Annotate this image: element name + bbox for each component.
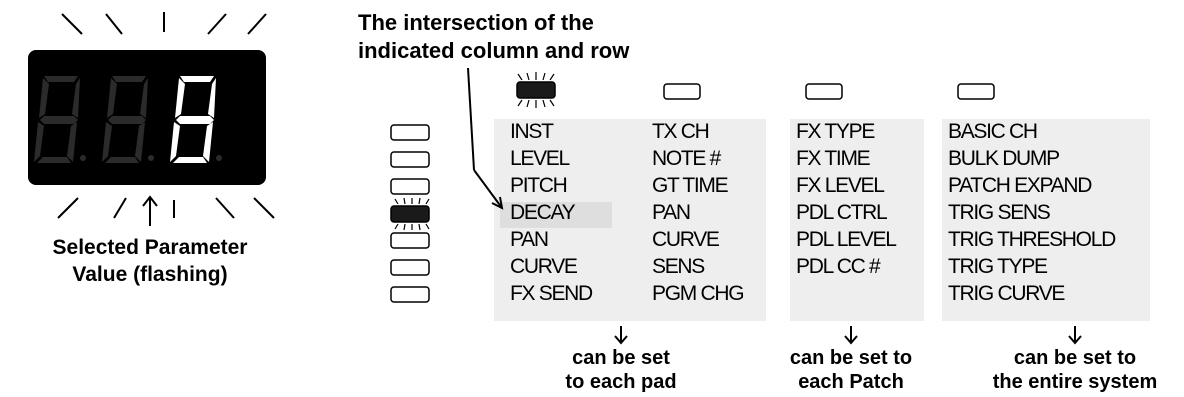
flash-rays-top-icon xyxy=(61,12,267,35)
column-led-3 xyxy=(805,83,843,100)
display-caption: Selected Parameter Value (flashing) xyxy=(0,234,300,288)
param-gt-time: GT TIME xyxy=(652,174,729,197)
callout-line-2: indicated column and row xyxy=(358,38,630,63)
column-led-4 xyxy=(957,83,995,100)
row-led-4-lit xyxy=(390,197,430,231)
param-sens: SENS xyxy=(652,255,705,278)
param-curve: CURVE xyxy=(510,255,578,278)
column-led-2 xyxy=(663,83,701,100)
row-led-1 xyxy=(390,124,430,141)
down-arrow-icon xyxy=(614,326,1082,345)
callout-line-1: The intersection of the xyxy=(358,10,594,35)
callout-pointer-icon xyxy=(467,67,504,210)
row-highlight xyxy=(500,202,612,228)
param-pdl-cc: PDL CC # xyxy=(796,255,881,278)
seven-segment-display xyxy=(28,12,275,226)
row-led-5 xyxy=(390,232,430,249)
param-level: LEVEL xyxy=(510,147,570,170)
param-pitch: PITCH xyxy=(510,174,568,197)
param-fx-type: FX TYPE xyxy=(796,120,875,143)
param-pan: PAN xyxy=(510,228,549,251)
row-led-3 xyxy=(390,178,430,195)
note-system-scope: can be set to the entire system xyxy=(965,346,1184,394)
note-patch-line-2: each Patch xyxy=(798,371,904,393)
param-pdl-ctrl: PDL CTRL xyxy=(796,201,888,224)
note-pad-line-1: can be set xyxy=(572,347,670,369)
param-pdl-level: PDL LEVEL xyxy=(796,228,897,251)
column-led-1-lit xyxy=(516,72,556,108)
param-fx-time: FX TIME xyxy=(796,147,871,170)
up-arrow-icon xyxy=(142,195,158,226)
param-trig-curve: TRIG CURVE xyxy=(948,282,1065,305)
note-system-line-2: the entire system xyxy=(992,371,1158,393)
param-patch-expand: PATCH EXPAND xyxy=(948,174,1092,197)
note-system-line-1: can be set to xyxy=(1013,347,1137,369)
note-patch-line-1: can be set to xyxy=(789,347,913,369)
param-bulk-dump: BULK DUMP xyxy=(948,147,1060,170)
param-curve-2: CURVE xyxy=(652,228,720,251)
param-note: NOTE # xyxy=(652,147,721,170)
panel-system-params xyxy=(942,119,1150,321)
param-decay-selected: DECAY xyxy=(510,201,576,224)
param-basic-ch: BASIC CH xyxy=(948,120,1038,143)
segment-digit-3-flashing xyxy=(170,76,222,163)
segment-digit-2 xyxy=(102,76,154,163)
param-trig-threshold: TRIG THRESHOLD xyxy=(948,228,1116,251)
note-pad-line-2: to each pad xyxy=(565,371,677,393)
param-fx-send: FX SEND xyxy=(510,282,593,305)
caption-line-1: Selected Parameter xyxy=(52,236,248,259)
note-patch-scope: can be set to each Patch xyxy=(751,346,951,394)
param-pan-2: PAN xyxy=(652,201,691,224)
param-tx-ch: TX CH xyxy=(652,120,710,143)
note-pad-scope: can be set to each pad xyxy=(521,346,721,394)
row-led-6 xyxy=(390,259,430,276)
segment-digit-1 xyxy=(34,76,86,163)
caption-line-2: Value (flashing) xyxy=(72,263,228,286)
row-led-2 xyxy=(390,151,430,168)
row-led-7 xyxy=(390,286,430,303)
param-trig-type: TRIG TYPE xyxy=(948,255,1048,278)
param-trig-sens: TRIG SENS xyxy=(948,201,1051,224)
flash-rays-bottom-icon xyxy=(57,197,275,219)
param-fx-level: FX LEVEL xyxy=(796,174,885,197)
panel-patch-params xyxy=(790,119,924,321)
param-inst: INST xyxy=(510,120,554,143)
param-pgm-chg: PGM CHG xyxy=(652,282,745,305)
